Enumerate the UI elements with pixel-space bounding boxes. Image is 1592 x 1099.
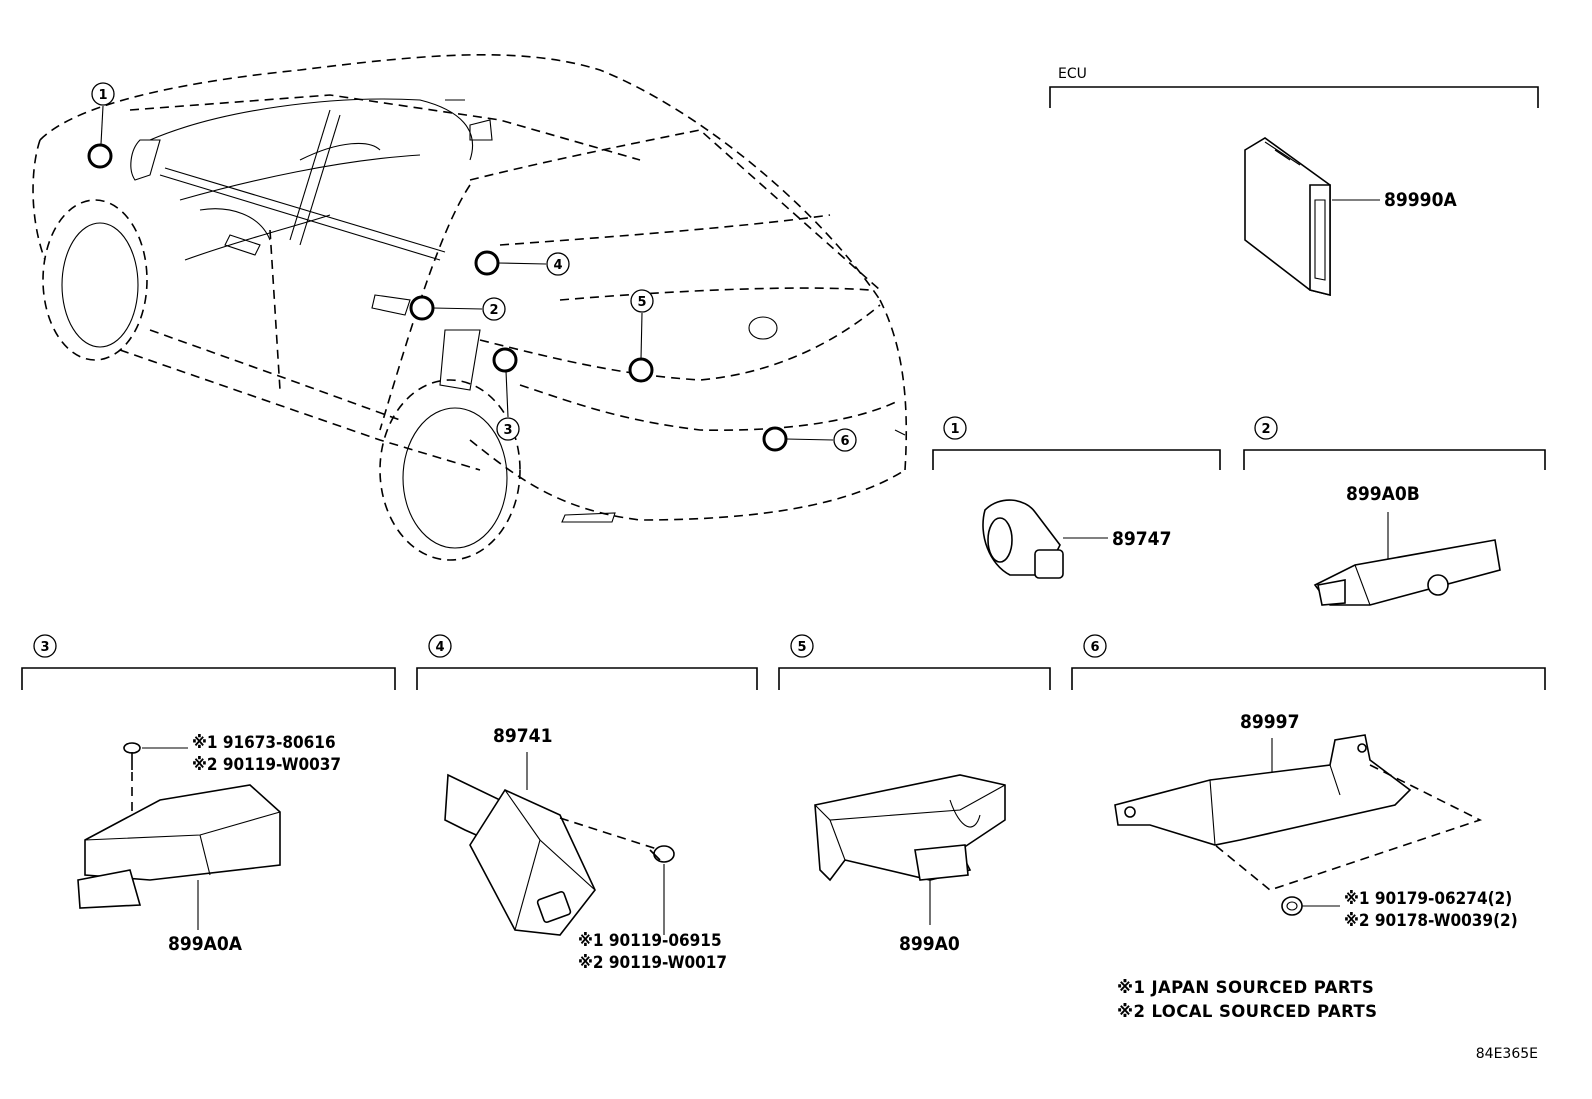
part-89997: 89997 [1240, 711, 1299, 733]
section-2: 2 899A0B [1243, 416, 1546, 606]
legend-local: ※2 LOCAL SOURCED PARTS [1117, 1002, 1377, 1021]
bolt-4-japan: ※1 90119-06915 [578, 931, 722, 951]
section-5-number: 5 [797, 640, 806, 655]
section-1: 1 89747 [932, 416, 1221, 579]
car-callout-4: 4 [553, 258, 562, 273]
car-callout-5: 5 [637, 295, 646, 310]
antenna-89741-icon [444, 773, 596, 936]
section-4-number: 4 [435, 640, 444, 655]
antenna-899A0B-icon [1313, 539, 1501, 606]
callout-marker-3 [492, 347, 518, 373]
car-callout-1: 1 [98, 88, 107, 103]
ecu-part-number: 89990A [1384, 189, 1457, 211]
section-3-number: 3 [40, 640, 49, 655]
callout-marker-2 [409, 295, 435, 321]
part-899A0: 899A0 [899, 933, 960, 955]
ecu-section: ECU 89990A [1049, 66, 1539, 297]
nut-6-local: ※2 90178-W0039(2) [1344, 911, 1518, 931]
sensor-89747-icon [982, 499, 1064, 579]
section-4: 4 89741 ※1 90119-06915 ※2 90119-W0017 [416, 634, 758, 973]
callout-marker-5 [628, 357, 654, 383]
legend-japan: ※1 JAPAN SOURCED PARTS [1117, 978, 1374, 997]
car-callout-3: 3 [503, 423, 512, 438]
section-5: 5 899A0 [778, 634, 1051, 955]
section-3: 3 ※1 91673-80616 ※2 90119-W0037 899A0A [21, 634, 396, 955]
section-6-number: 6 [1090, 640, 1099, 655]
section-2-number: 2 [1261, 422, 1270, 437]
legend: ※1 JAPAN SOURCED PARTS ※2 LOCAL SOURCED … [1117, 978, 1377, 1021]
bolt-3-japan: ※1 91673-80616 [192, 733, 336, 753]
callout-marker-6 [762, 426, 788, 452]
part-89747: 89747 [1112, 528, 1171, 550]
part-899A0A: 899A0A [168, 933, 243, 955]
nut-icon [1281, 896, 1303, 916]
bolt-4-icon [649, 845, 675, 863]
antenna-899A0-icon [814, 774, 1006, 882]
ecu-label: ECU [1058, 66, 1087, 82]
callout-marker-4 [474, 250, 500, 276]
car-callout-6: 6 [840, 434, 849, 449]
car-callouts: 1 2 3 4 5 6 [87, 82, 857, 452]
part-899A0B: 899A0B [1346, 483, 1420, 505]
car-callout-2: 2 [489, 303, 498, 318]
callout-marker-1 [87, 143, 113, 169]
antenna-899A0A-icon [77, 784, 281, 909]
bolt-icon [123, 742, 141, 770]
bolt-4-local: ※2 90119-W0017 [578, 953, 727, 973]
part-89741: 89741 [493, 725, 552, 747]
section-6: 6 89997 ※1 90179-06274(2) ※2 90178-W0039… [1071, 634, 1546, 931]
antenna-89997-icon [1114, 734, 1412, 846]
section-1-number: 1 [950, 422, 959, 437]
nut-6-japan: ※1 90179-06274(2) [1344, 889, 1512, 909]
diagram-code: 84E365E [1476, 1046, 1538, 1062]
bolt-3-local: ※2 90119-W0037 [192, 755, 341, 775]
ecu-part-icon [1244, 137, 1331, 297]
car-illustration [32, 53, 908, 561]
